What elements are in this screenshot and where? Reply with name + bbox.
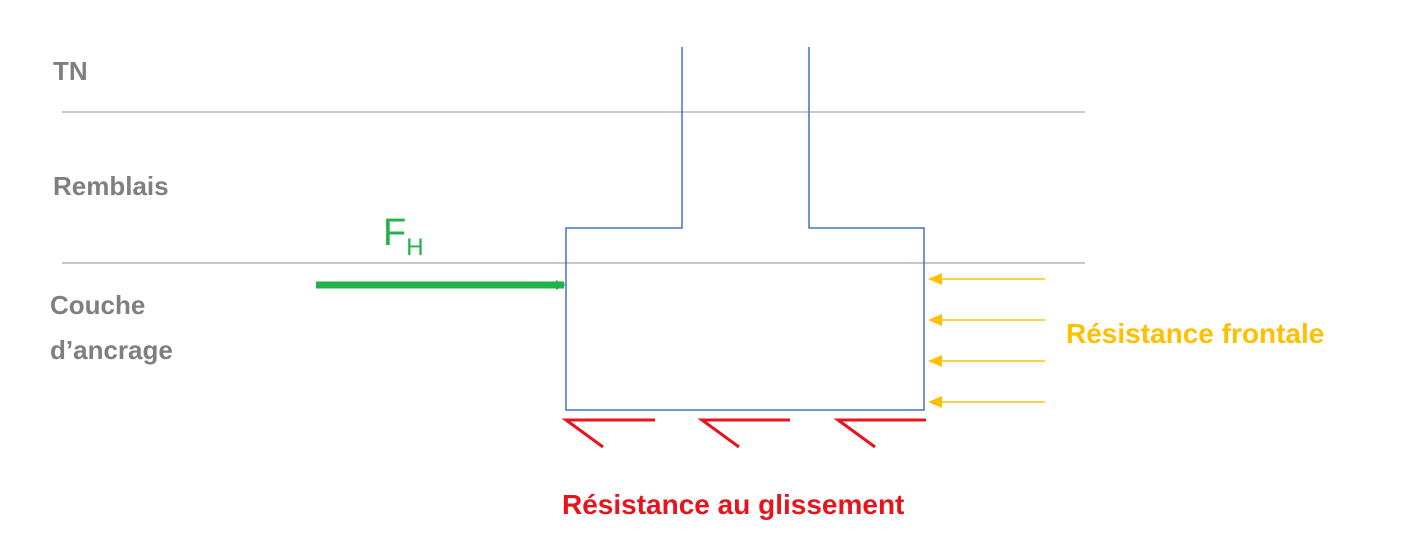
- couche-label-line2: d’ancrage: [50, 335, 173, 365]
- force-subscript: H: [406, 234, 423, 261]
- force-symbol: F: [383, 212, 406, 254]
- sliding-resistance-symbol: [833, 418, 926, 449]
- sliding-resistance-symbols: [561, 418, 926, 449]
- foundation-outline: [565, 47, 925, 411]
- frontal-resistance-label: Résistance frontale: [1066, 318, 1324, 349]
- frontal-resistance-arrows: [928, 273, 1045, 408]
- sliding-resistance-label: Résistance au glissement: [562, 489, 904, 520]
- horizontal-force-label: FH: [383, 212, 424, 261]
- tn-label: TN: [53, 56, 88, 86]
- sliding-resistance-symbol: [561, 418, 655, 449]
- remblais-label: Remblais: [53, 171, 169, 201]
- couche-label-line1: Couche: [50, 290, 145, 320]
- sliding-resistance-symbol: [697, 418, 790, 449]
